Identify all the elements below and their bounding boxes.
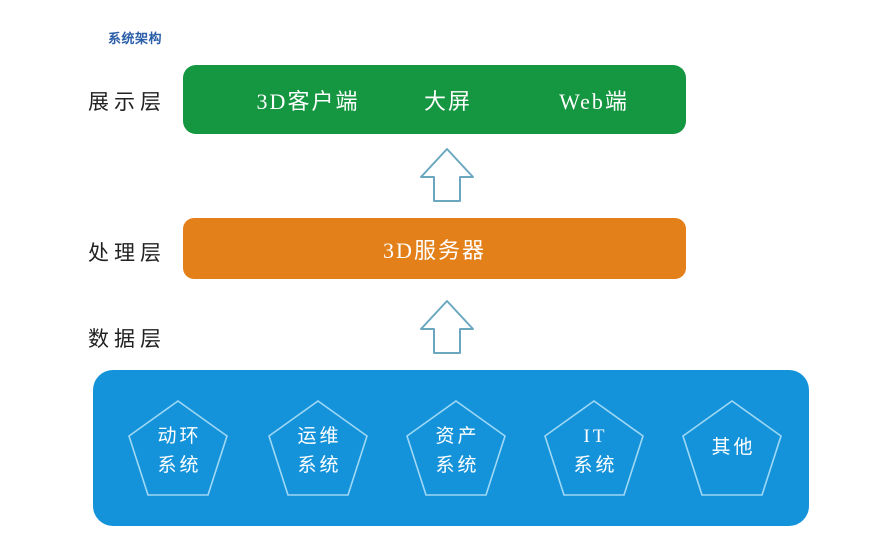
layer-label-processing: 处理层 <box>88 241 166 265</box>
layer-label-data: 数据层 <box>88 327 166 351</box>
data-source-dong-huan[interactable]: 动环 系统 <box>126 398 230 498</box>
processing-layer-band[interactable]: 3D服务器 <box>183 218 686 279</box>
data-source-it[interactable]: IT 系统 <box>542 398 646 498</box>
data-source-label: 动环 系统 <box>157 425 202 476</box>
arrow-data-to-processing <box>416 296 478 363</box>
data-source-zi-chan[interactable]: 资产 系统 <box>404 398 508 498</box>
presentation-layer-band[interactable]: 3D客户端 大屏 Web端 <box>183 65 686 134</box>
data-source-label: IT 系统 <box>573 425 618 476</box>
data-source-yun-wei[interactable]: 运维 系统 <box>266 398 370 498</box>
data-source-label: 资产 系统 <box>435 425 480 476</box>
presentation-item-web[interactable]: Web端 <box>559 88 629 114</box>
data-source-label: 运维 系统 <box>297 425 342 476</box>
data-layer-band[interactable]: 动环 系统 运维 系统 资产 系统 <box>93 370 809 526</box>
layer-label-presentation: 展示层 <box>88 90 166 114</box>
presentation-items: 3D客户端 大屏 Web端 <box>183 65 686 134</box>
presentation-item-large-screen[interactable]: 大屏 <box>423 88 473 114</box>
processing-item-3d-server[interactable]: 3D服务器 <box>383 237 486 263</box>
presentation-item-3d-client[interactable]: 3D客户端 <box>256 88 360 114</box>
data-source-label: 其他 <box>711 437 756 459</box>
data-source-other[interactable]: 其他 <box>680 398 784 498</box>
diagram-title: 系统架构 <box>108 31 163 46</box>
arrow-processing-to-presentation <box>416 144 478 211</box>
